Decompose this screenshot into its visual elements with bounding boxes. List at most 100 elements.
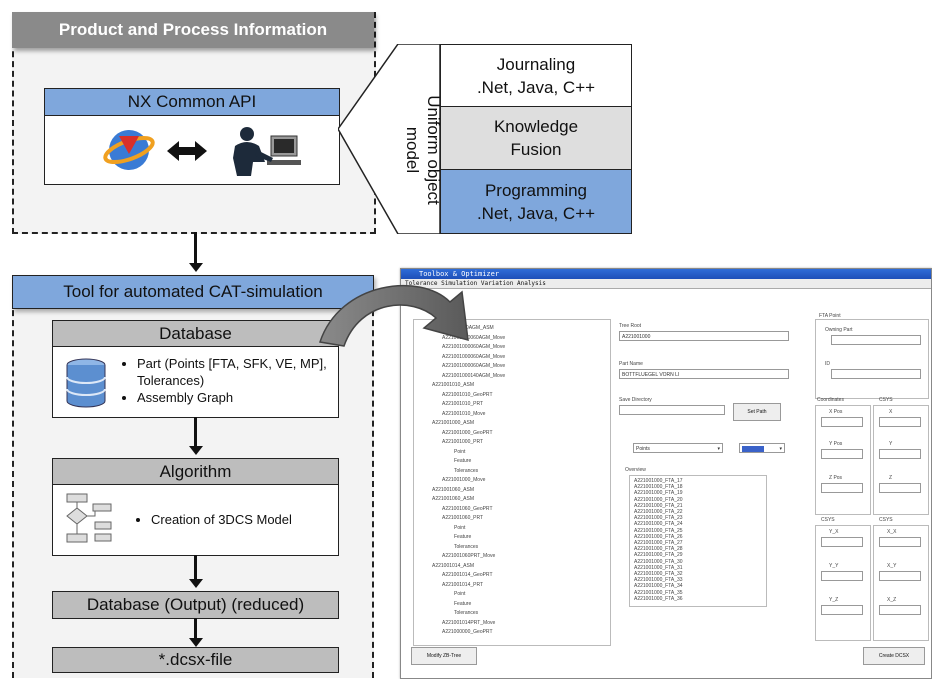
tree-node[interactable]: A221001000060AGM_Move — [442, 334, 506, 341]
overview-item[interactable]: A221001000_FTA_17 — [634, 478, 683, 484]
overview-item[interactable]: A221001000_FTA_25 — [634, 527, 683, 534]
tree-node[interactable]: A221001014_GeoPRT — [442, 572, 493, 578]
csys-right-label-2: X_Z — [887, 597, 897, 603]
overview-item[interactable]: A221001000_FTA_18 — [634, 484, 683, 491]
overview-item[interactable]: A221001000_FTA_35 — [634, 589, 683, 596]
tree-node[interactable]: A221001060_ASM — [432, 496, 474, 502]
tree-node[interactable]: Point — [454, 591, 466, 597]
save-dir-field[interactable] — [619, 405, 725, 415]
overview-item[interactable]: A221001000_FTA_19 — [634, 490, 683, 497]
y-pos-label: Y Pos — [829, 441, 843, 447]
x-field[interactable] — [879, 417, 921, 427]
tree-node[interactable]: A221001000140AGM_Move — [442, 372, 506, 379]
owning-part-field[interactable] — [831, 335, 921, 345]
tree-node[interactable]: A221001000060AGM_Move — [442, 353, 506, 360]
part-name-label: Part Name — [619, 361, 643, 367]
csys-right-field-0[interactable] — [879, 537, 921, 547]
set-path-button[interactable]: Set Path — [733, 403, 781, 421]
overview-item[interactable]: A221001000_FTA_28 — [634, 546, 683, 553]
tree-node[interactable]: A221001060_PRT — [442, 515, 484, 521]
product-process-title: Product and Process Information — [12, 12, 374, 48]
algo-output-arrowhead — [189, 579, 203, 588]
points-select[interactable]: Points ▾ — [633, 443, 723, 453]
algorithm-item-3dcs: Creation of 3DCS Model — [151, 511, 351, 528]
csys-right-field-1[interactable] — [879, 571, 921, 581]
tree-node[interactable]: Point — [454, 524, 466, 531]
tree-node[interactable]: Feature — [454, 458, 472, 464]
bidirectional-arrow-icon — [167, 141, 207, 161]
tree-node[interactable]: A221001000060AGM_Move — [442, 363, 506, 369]
csys-left-field-2[interactable] — [821, 605, 863, 615]
overview-item[interactable]: A221001000_FTA_27 — [634, 540, 683, 547]
tree-node[interactable]: Tolerances — [454, 543, 479, 550]
tree-node[interactable]: A221001014_PRT — [442, 581, 484, 588]
csys-left-label-0: Y_X — [829, 529, 839, 535]
secondary-select[interactable]: ▾ — [739, 443, 785, 453]
tree-node[interactable]: A221000000_GeoPRT — [442, 629, 493, 635]
y-label: Y — [889, 441, 893, 447]
csys-right-field-2[interactable] — [879, 605, 921, 615]
algorithm-list: Creation of 3DCS Model — [135, 511, 351, 528]
overview-item[interactable]: A221001000_FTA_31 — [634, 564, 683, 571]
tree-node[interactable]: Tolerances — [454, 610, 479, 616]
z-pos-field[interactable] — [821, 483, 863, 493]
flowchart-icon — [66, 493, 112, 543]
output-file-arrowhead — [189, 638, 203, 647]
tree-node[interactable]: Tolerances — [454, 467, 479, 474]
tree-node[interactable]: A221001010_GeoPRT — [442, 391, 493, 398]
overview-item[interactable]: A221001000_FTA_23 — [634, 515, 683, 522]
z-field[interactable] — [879, 483, 921, 493]
id-field[interactable] — [831, 369, 921, 379]
tree-node[interactable]: A221001000060AGM_Move — [442, 344, 506, 350]
csys-right-group — [873, 525, 929, 641]
tree-node[interactable]: A221001014PRT_Move — [442, 619, 496, 626]
tree-node[interactable]: Point — [454, 448, 466, 455]
csys-left-title: CSYS — [821, 517, 835, 523]
create-dcsx-button[interactable]: Create DCSX — [863, 647, 925, 665]
tree-node[interactable]: A221001000_Move — [442, 477, 486, 483]
tree-root-field[interactable]: A221001000 — [619, 331, 789, 341]
overview-item[interactable]: A221001000_FTA_26 — [634, 533, 683, 540]
overview-item[interactable]: A221001000_FTA_30 — [634, 558, 683, 565]
tree-node[interactable]: A221001060_ASM — [432, 486, 474, 493]
y-pos-field[interactable] — [821, 449, 863, 459]
tree-node[interactable]: A221001060_GeoPRT — [442, 505, 493, 512]
tree-node[interactable]: A221001000_ASM — [432, 420, 474, 426]
tree-node[interactable]: A221001060PRT_Move — [442, 553, 496, 559]
csys-left-label-2: Y_Z — [829, 597, 839, 603]
overview-item[interactable]: A221001000_FTA_33 — [634, 577, 683, 584]
tree-node[interactable]: Feature — [454, 600, 472, 607]
journaling-line1: Journaling — [496, 54, 576, 74]
tree-node[interactable]: A221001010_PRT — [442, 401, 484, 407]
part-tree[interactable]: A221001000060AGM_ASMA221001000060AGM_Mov… — [413, 319, 611, 646]
tree-node[interactable]: A221001000_PRT — [442, 439, 484, 445]
points-select-value: Points — [636, 446, 650, 452]
overview-item[interactable]: A221001000_FTA_21 — [634, 502, 683, 509]
database-item-part: Part (Points [FTA, SFK, VE, MP], Toleran… — [137, 355, 347, 389]
y-field[interactable] — [879, 449, 921, 459]
overview-item[interactable]: A221001000_FTA_32 — [634, 571, 683, 578]
tree-node[interactable]: A221001000_GeoPRT — [442, 429, 493, 436]
x-pos-field[interactable] — [821, 417, 863, 427]
window-tabs[interactable]: Tolerance Simulation Variation Analysis — [401, 279, 931, 289]
database-title: Database — [52, 320, 339, 348]
z-label: Z — [889, 475, 893, 481]
tree-node[interactable]: A221001010_ASM — [432, 382, 474, 388]
tree-node[interactable]: A221001014_ASM — [432, 562, 474, 569]
csys-left-field-1[interactable] — [821, 571, 863, 581]
overview-item[interactable]: A221001000_FTA_36 — [634, 595, 683, 602]
overview-item[interactable]: A221001000_FTA_24 — [634, 521, 683, 528]
id-label: ID — [825, 361, 830, 367]
csys-left-field-0[interactable] — [821, 537, 863, 547]
overview-item[interactable]: A221001000_FTA_22 — [634, 509, 683, 516]
overview-item[interactable]: A221001000_FTA_29 — [634, 552, 683, 559]
tree-node[interactable]: Feature — [454, 534, 472, 540]
chevron-down-icon: ▾ — [717, 446, 720, 452]
modify-zb-tree-button[interactable]: Modify ZB-Tree — [411, 647, 477, 665]
tree-node[interactable]: A221001010_Move — [442, 410, 486, 417]
toolbox-window: Toolbox & Optimizer Tolerance Simulation… — [400, 268, 932, 679]
overview-item[interactable]: A221001000_FTA_20 — [634, 496, 683, 503]
part-name-field[interactable]: BOTTFLUEGEL VORN LI — [619, 369, 789, 379]
overview-item[interactable]: A221001000_FTA_34 — [634, 583, 683, 590]
